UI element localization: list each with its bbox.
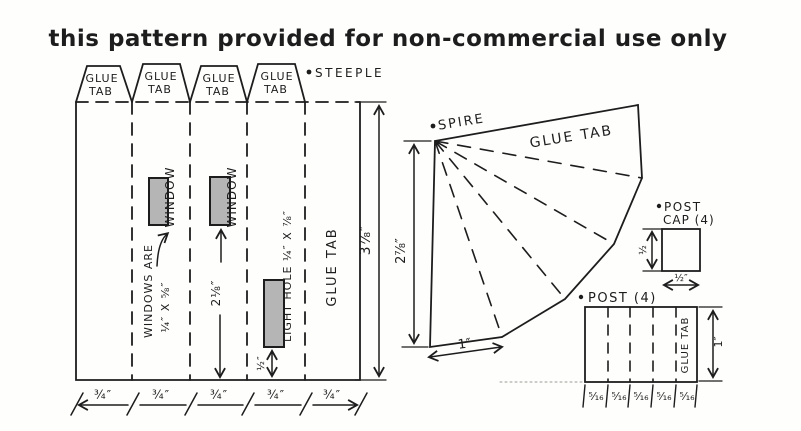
- light-hole: [263, 279, 285, 348]
- postcap-bullet: [656, 203, 662, 209]
- spire-glue-tab-label: GLUE TAB: [529, 123, 615, 152]
- postcap-side-ext: [642, 228, 663, 272]
- spire-base-dim: [427, 342, 504, 362]
- steeple-bullet: [306, 69, 312, 75]
- post-cap-labels: POST CAP (4) ½ ½″: [637, 200, 715, 284]
- tower-outline: [75, 101, 361, 381]
- post-strip-ticks: [582, 384, 698, 408]
- base-width-label-3: ¾″: [210, 388, 228, 402]
- glue-tab-3-label-line1: GLUE: [202, 72, 235, 85]
- glue-tab-1: [75, 65, 133, 103]
- post-glue-tab-label: GLUE TAB: [680, 317, 691, 374]
- post-cap-pattern: [642, 228, 701, 291]
- base-width-label-4: ¾″: [267, 388, 285, 402]
- base-width-label-5: ¾″: [323, 388, 341, 402]
- postcap-label-line1: POST: [664, 200, 702, 214]
- spire-pattern: [401, 103, 643, 362]
- windows-note-line1: WINDOWS ARE: [142, 244, 155, 338]
- spire-label: SPIRE: [437, 111, 486, 133]
- window-1: [148, 177, 169, 226]
- post-strip-label-3: ⁵⁄₁₆: [633, 390, 649, 403]
- sheet-title: this pattern provided for non-commercial…: [49, 26, 728, 52]
- post-bullet: [578, 294, 584, 300]
- post-height-label: 1″: [712, 336, 725, 347]
- glue-tab-3: [189, 65, 248, 103]
- light-hole-label: LIGHT HOLE ¼″ X ⅞″: [281, 210, 294, 342]
- spire-base-label: 1″: [457, 336, 472, 353]
- postcap-bottom-label: ½″: [674, 272, 688, 284]
- post-fold-lines: [607, 306, 677, 383]
- glue-tab-2-label-line1: GLUE: [144, 70, 177, 83]
- window-2: [209, 176, 231, 226]
- post-strip-label-2: ⁵⁄₁₆: [611, 390, 627, 403]
- glue-tab-2: [131, 63, 191, 103]
- tower-pattern: [71, 63, 387, 415]
- glue-tab-4-label-line2: TAB: [263, 83, 288, 96]
- glue-tab-4-label-line1: GLUE: [260, 70, 293, 83]
- tower-labels: GLUE TAB GLUE TAB GLUE TAB GLUE TAB STEE…: [85, 66, 384, 402]
- tower-height-label: 3⅞″: [358, 225, 374, 256]
- windows-note-line2: ¼″ X ⅝″: [159, 281, 172, 332]
- spire-height-ext: [401, 140, 432, 348]
- postcap-square: [661, 228, 701, 272]
- light-hole-offset-label: ½″: [255, 355, 267, 370]
- tower-height-ext: [354, 101, 387, 381]
- windows-note-arrow: [156, 232, 170, 267]
- glue-tab-1-label-line2: TAB: [88, 85, 113, 98]
- post-label: POST (4): [588, 291, 657, 306]
- glue-tab-4: [246, 63, 306, 103]
- spire-labels: SPIRE GLUE TAB 2⅞″ 1″: [394, 111, 614, 352]
- base-width-label-2: ¾″: [152, 388, 170, 402]
- tower-side-glue-tab-label: GLUE TAB: [325, 227, 340, 306]
- window-2-label: WINDOW: [225, 167, 239, 228]
- post-height-ext: [698, 306, 723, 382]
- base-width-label-1: ¾″: [94, 388, 112, 402]
- window-1-label: WINDOW: [163, 167, 177, 228]
- spire-height-label: 2⅞″: [394, 238, 409, 264]
- post-strip-label-1: ⁵⁄₁₆: [588, 390, 604, 403]
- glue-tab-3-label-line2: TAB: [205, 85, 230, 98]
- spire-bullet: [430, 123, 436, 129]
- postcap-side-label: ½: [637, 245, 649, 255]
- post-pattern: [499, 306, 723, 408]
- glue-tab-1-label-line1: GLUE: [85, 72, 118, 85]
- post-strip-label-5: ⁵⁄₁₆: [679, 390, 695, 403]
- post-labels: POST (4) GLUE TAB ⁵⁄₁₆ ⁵⁄₁₆ ⁵⁄₁₆ ⁵⁄₁₆ ⁵⁄…: [578, 291, 725, 403]
- window-height-label: 2⅛″: [209, 280, 223, 307]
- glue-tab-2-label-line2: TAB: [147, 83, 172, 96]
- postcap-label-line2: CAP (4): [663, 213, 715, 227]
- steeple-label: STEEPLE: [315, 66, 384, 80]
- post-strip-label-4: ⁵⁄₁₆: [656, 390, 672, 403]
- spire-fold-lines: [434, 140, 643, 338]
- post-outline: [584, 306, 698, 383]
